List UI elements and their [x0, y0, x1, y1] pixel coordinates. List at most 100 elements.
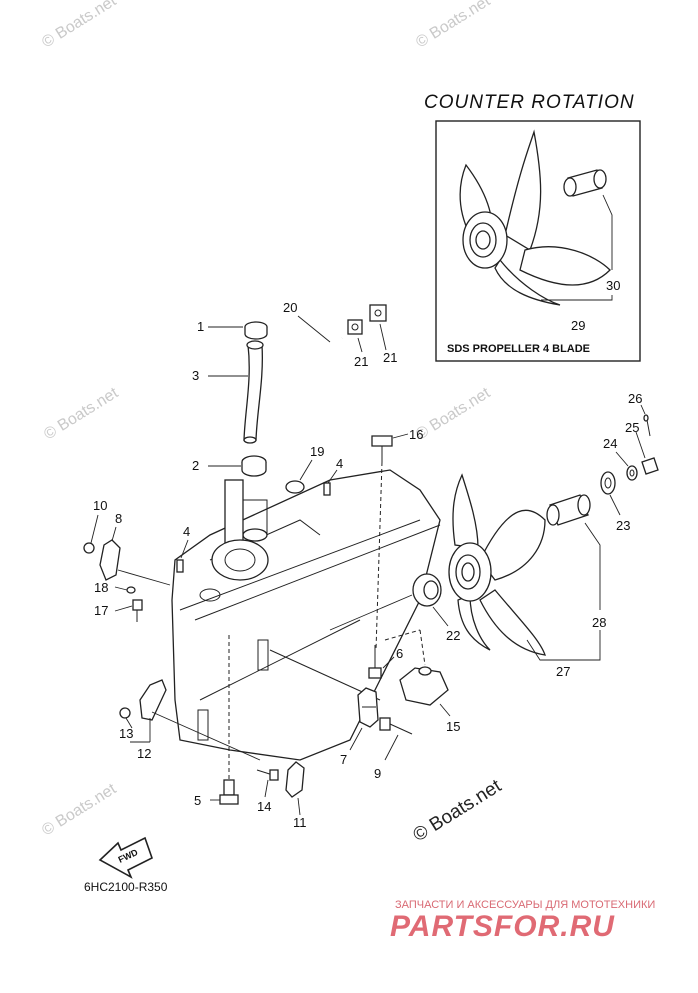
callout-3: 3 — [192, 368, 199, 383]
bolt-9-drawing — [379, 717, 413, 735]
trim-tab-15-drawing — [399, 666, 449, 706]
leader-21a — [357, 337, 363, 353]
bolt-5-drawing — [219, 779, 239, 805]
callout-12: 12 — [137, 746, 151, 761]
inset-propeller-drawing — [459, 129, 611, 306]
grommet-2-drawing — [241, 455, 267, 477]
drawing-code: 6HC2100-R350 — [84, 880, 168, 894]
leader-14 — [264, 779, 269, 798]
bolt-6-drawing — [368, 645, 382, 679]
leader-23 — [609, 494, 621, 516]
washer-23-drawing — [600, 471, 616, 495]
leader-24 — [615, 451, 629, 467]
bracket12-guide — [151, 711, 261, 761]
nut-25-drawing — [641, 457, 659, 475]
leader-17 — [114, 605, 133, 612]
callout-25: 25 — [625, 420, 639, 435]
cotter-pin-26-drawing — [643, 414, 651, 437]
callout-18: 18 — [94, 580, 108, 595]
callout-23: 23 — [616, 518, 630, 533]
leader-20 — [297, 315, 331, 343]
callout-30: 30 — [606, 278, 620, 293]
callout-17: 17 — [94, 603, 108, 618]
callout-20: 20 — [283, 300, 297, 315]
callout-13: 13 — [119, 726, 133, 741]
screw-17-drawing — [132, 599, 143, 622]
leader-15 — [439, 703, 451, 717]
ad-brand-logo: PARTSFOR.RU — [390, 910, 615, 943]
bolt-16-drawing — [371, 435, 393, 462]
anode-11-drawing — [285, 761, 305, 798]
bracket-guide — [117, 569, 171, 586]
bracket-8-drawing — [83, 539, 121, 581]
callout-22: 22 — [446, 628, 460, 643]
bushing-28-drawing — [546, 494, 591, 526]
callout-15: 15 — [446, 719, 460, 734]
leader-4a — [327, 469, 338, 484]
callout-26: 26 — [628, 391, 642, 406]
bracket-12-drawing — [119, 679, 167, 721]
leader-19 — [299, 459, 313, 481]
seal-1-drawing — [244, 321, 268, 340]
inset-caption: SDS PROPELLER 4 BLADE — [447, 343, 590, 355]
leader-26 — [640, 404, 646, 415]
leader-29 — [541, 295, 613, 301]
ad-tagline: ЗАПЧАСТИ И АКСЕССУАРЫ ДЛЯ МОТОТЕХНИКИ — [395, 899, 655, 911]
callout-16: 16 — [409, 427, 423, 442]
callout-10: 10 — [93, 498, 107, 513]
boats-net-stamp: © Boats.net — [410, 775, 506, 846]
leader-21b — [379, 323, 387, 351]
speedometer-tube-20-drawing — [295, 337, 343, 470]
watermark-bottom-left: © Boats.net — [39, 780, 120, 839]
inset-title: COUNTER ROTATION — [424, 92, 635, 113]
leader-28 — [584, 522, 601, 610]
callout-6: 6 — [396, 646, 403, 661]
leader-4b — [180, 539, 189, 559]
propeller-27-drawing — [448, 473, 546, 656]
shaft-guide — [329, 594, 413, 631]
oring-18-drawing — [126, 586, 136, 594]
water-tube-3-drawing — [243, 340, 264, 444]
anode-7-drawing — [357, 687, 379, 728]
leader-27 — [526, 630, 601, 661]
inset-bushing-drawing — [563, 169, 607, 197]
callout-8: 8 — [115, 511, 122, 526]
leader-13 — [125, 717, 133, 729]
callout-11: 11 — [293, 815, 307, 830]
callout-27: 27 — [556, 664, 570, 679]
watermark-top-left: © Boats.net — [39, 0, 120, 51]
callout-19: 19 — [310, 444, 324, 459]
callout-2: 2 — [192, 458, 199, 473]
pickup-19-drawing — [285, 480, 305, 494]
callout-1: 1 — [197, 319, 204, 334]
inset-frame — [435, 120, 641, 362]
leader-9 — [384, 734, 399, 761]
leader-16 — [392, 433, 409, 439]
leader-8 — [111, 526, 117, 542]
leader-30 — [602, 194, 613, 270]
callout-4a: 4 — [336, 456, 343, 471]
trimtab-guide — [384, 629, 421, 641]
grommets-21-drawing — [347, 304, 387, 335]
leader-10 — [90, 514, 99, 544]
fwd-arrow-icon: FWD — [98, 836, 153, 879]
watermark-mid-left: © Boats.net — [41, 384, 122, 443]
leader-7 — [349, 727, 363, 751]
callout-29: 29 — [571, 318, 585, 333]
leader-25 — [635, 431, 646, 459]
lower-casing-drawing — [171, 469, 441, 761]
callout-24: 24 — [603, 436, 617, 451]
trimtab-guide-2 — [419, 629, 426, 666]
bolt-14-drawing — [256, 769, 279, 781]
leader-6 — [382, 656, 395, 669]
watermark-mid-right: © Boats.net — [413, 384, 494, 443]
spacer-22-drawing — [412, 573, 442, 607]
callout-4b: 4 — [183, 524, 190, 539]
callout-5: 5 — [194, 793, 201, 808]
watermark-top-right: © Boats.net — [413, 0, 494, 51]
dowel-4a-drawing — [323, 482, 331, 496]
leader-11 — [297, 797, 301, 816]
centerline-16 — [375, 461, 383, 651]
callout-14: 14 — [257, 799, 271, 814]
